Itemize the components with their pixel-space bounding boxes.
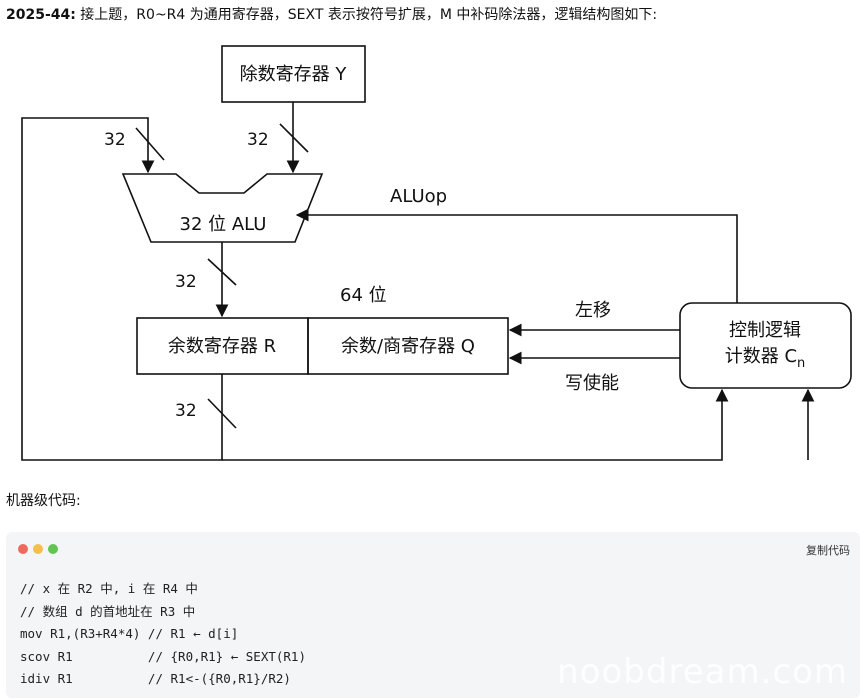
control-logic-subscript: n [797,356,805,371]
green-dot-icon [48,544,58,554]
window-dots [18,544,58,554]
quotient-register-box [307,317,509,375]
code-line: // x 在 R2 中, i 在 R4 中 [20,581,198,596]
code-block: 复制代码 // x 在 R2 中, i 在 R4 中 // 数组 d 的首地址在 … [6,532,860,698]
remainder-feedback-bus [21,117,223,461]
control-logic-label-line1: 控制逻辑 [729,320,801,341]
alu-shape [121,173,324,243]
remainder-register-label: 余数寄存器 R [168,336,276,357]
width-64-label: 64 位 [340,285,387,306]
aluop-signal [295,208,738,303]
control-logic-label-line2: 计数器 Cn [725,346,806,371]
bus-width-left-input: 32 [104,130,126,150]
question-header: 2025-44: 接上题，R0~R4 为通用寄存器，SEXT 表示按符号扩展，M… [6,4,657,24]
shift-left-label: 左移 [575,300,611,321]
code-line: idiv R1 // R1<-({R0,R1}/R2) [20,671,291,686]
control-logic-counter: 计数器 C [725,346,797,367]
watermark: noobdream.com [557,652,848,692]
aluop-label: ALUop [390,186,447,207]
quotient-register-label: 余数/商寄存器 Q [341,336,475,357]
bus-width-remainder-output: 32 [175,401,197,421]
divisor-bus-slash [279,123,309,153]
question-text: 接上题，R0~R4 为通用寄存器，SEXT 表示按符号扩展，M 中补码除法器，逻… [75,7,658,23]
red-dot-icon [18,544,28,554]
remainder-out-bus-slash [207,398,237,429]
bus-width-right-input: 32 [247,130,269,150]
code-line: mov R1,(R3+R4*4) // R1 ← d[i] [20,626,239,641]
question-number: 2025-44: [6,7,76,23]
write-enable-label: 写使能 [565,373,619,394]
loop-to-control-input [222,388,729,461]
code-line: scov R1 // {R0,R1} ← SEXT(R1) [20,648,306,664]
alu-out-bus-slash [207,258,237,286]
alu-label: 32 位 ALU [180,214,267,235]
control-logic-box [679,302,852,389]
bus-width-alu-output: 32 [175,272,197,292]
feedback-bus-slash [135,127,165,161]
copy-code-button[interactable]: 复制代码 [806,544,850,557]
yellow-dot-icon [33,544,43,554]
code-content: // x 在 R2 中, i 在 R4 中 // 数组 d 的首地址在 R3 中 m… [20,578,306,691]
logic-structure-diagram: 除数寄存器 Y 32 位 ALU 余数寄存器 R 余数/商寄存器 Q 控制逻辑 … [21,45,852,461]
divisor-register-label: 除数寄存器 Y [240,64,348,85]
code-line: // 数组 d 的首地址在 R3 中 [20,603,196,619]
code-section-label: 机器级代码: [6,493,81,509]
